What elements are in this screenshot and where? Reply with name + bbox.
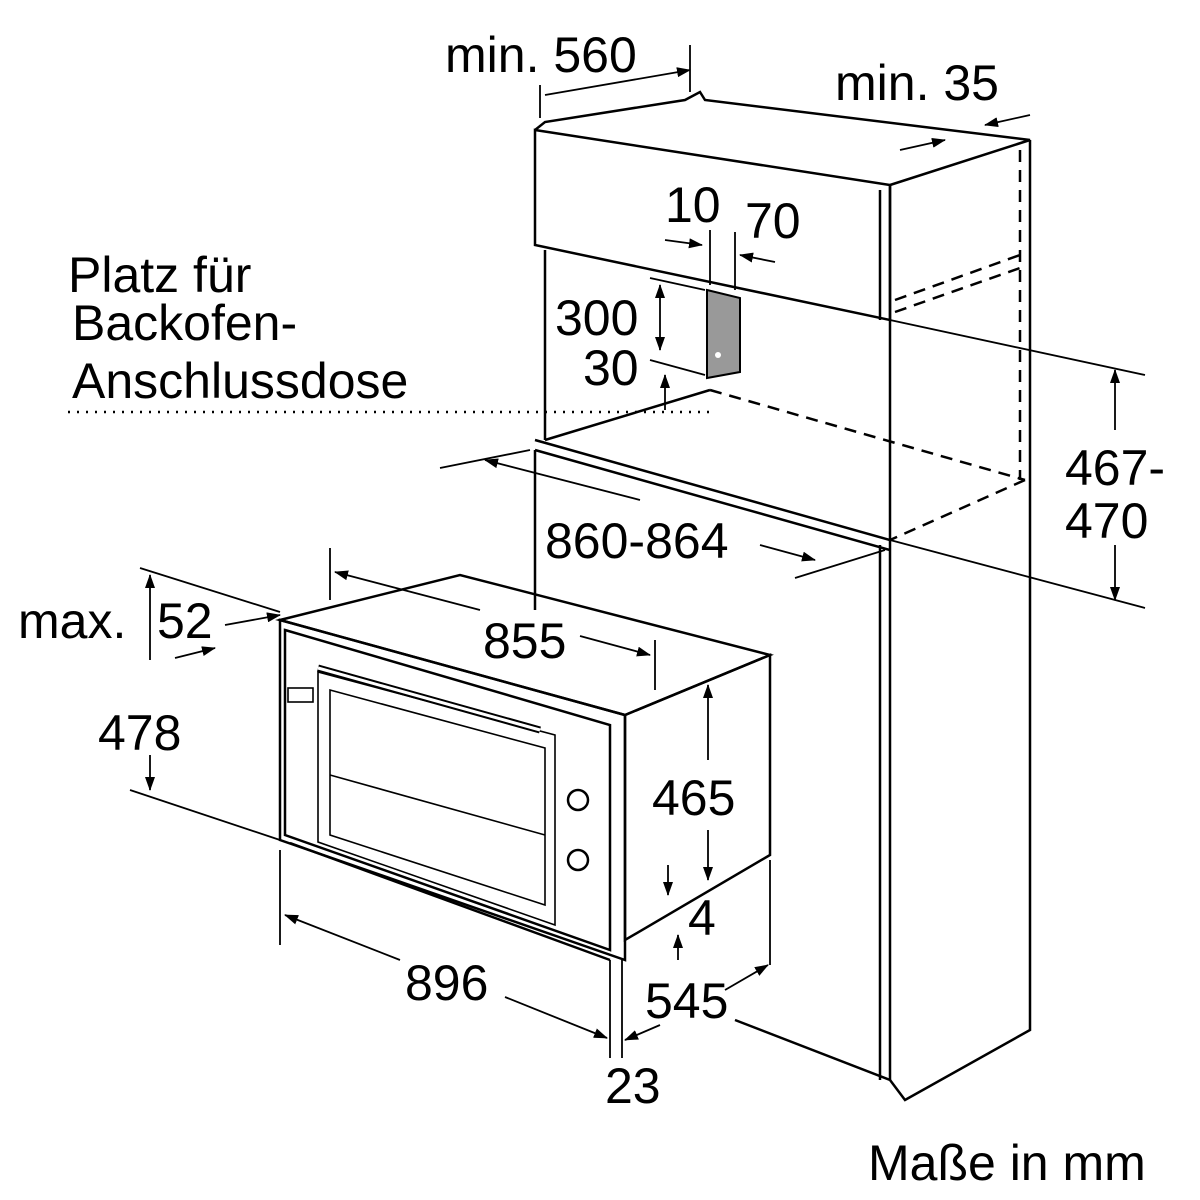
label-855: 855 [483, 613, 566, 669]
cabinet [533, 90, 1032, 1102]
label-896: 896 [405, 955, 488, 1011]
dimension-labels: min. 560 min. 35 10 70 Platz für Backofe… [18, 27, 1165, 1191]
label-units: Maße in mm [868, 1135, 1146, 1191]
label-70: 70 [745, 193, 801, 249]
label-545: 545 [645, 973, 728, 1029]
label-max: max. [18, 593, 126, 649]
label-socket-line2: Backofen- [72, 295, 297, 351]
dimension-lines [129, 45, 1146, 1058]
label-min-35: min. 35 [835, 55, 999, 111]
socket-box [706, 288, 741, 380]
label-socket-line1: Platz für [68, 247, 251, 303]
label-socket-line3: Anschlussdose [72, 353, 408, 409]
label-470: 470 [1065, 493, 1148, 549]
label-300: 300 [555, 290, 638, 346]
label-467: 467- [1065, 440, 1165, 496]
oven [275, 573, 774, 962]
label-478: 478 [98, 705, 181, 761]
label-23: 23 [605, 1058, 661, 1114]
label-860-864: 860-864 [545, 513, 729, 569]
label-465: 465 [652, 770, 735, 826]
label-10: 10 [665, 177, 721, 233]
label-52: 52 [157, 593, 213, 649]
label-min-560: min. 560 [445, 27, 637, 83]
label-30: 30 [583, 340, 639, 396]
label-4: 4 [688, 890, 716, 946]
